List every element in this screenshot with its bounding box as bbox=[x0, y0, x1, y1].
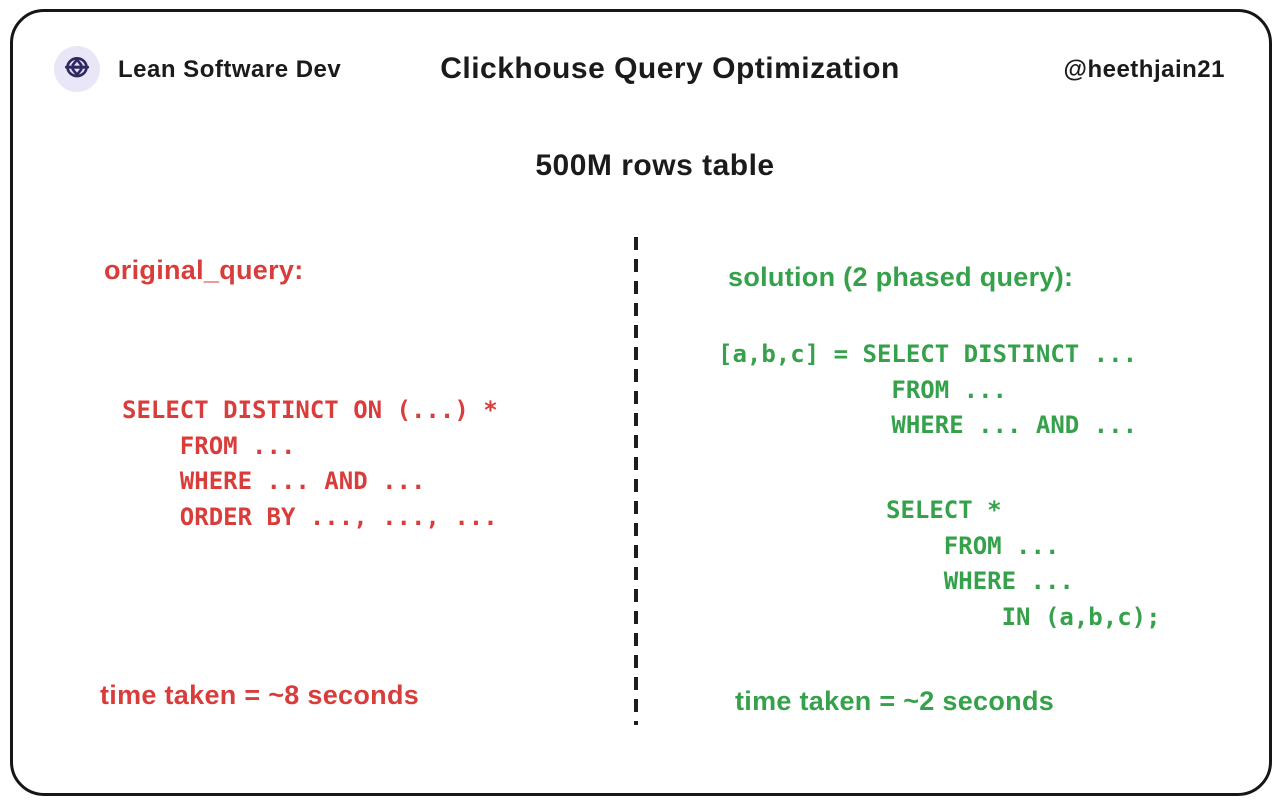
page-title: Clickhouse Query Optimization bbox=[440, 52, 900, 85]
original-query-time: time taken = ~8 seconds bbox=[100, 680, 420, 710]
globe-logo-icon bbox=[62, 52, 92, 87]
solution-code-phase1: [a,b,c] = SELECT DISTINCT ... FROM ... W… bbox=[718, 340, 1138, 439]
author-handle: @heethjain21 bbox=[1063, 56, 1225, 83]
solution-code-phase2: SELECT * FROM ... WHERE ... IN (a,b,c); bbox=[886, 496, 1161, 631]
original-query-heading: original_query: bbox=[104, 255, 304, 285]
solution-time: time taken = ~2 seconds bbox=[735, 686, 1055, 716]
subtitle-rows-table: 500M rows table bbox=[535, 149, 775, 182]
brand-name: Lean Software Dev bbox=[118, 56, 342, 83]
brand-logo bbox=[54, 46, 100, 92]
original-query-code: SELECT DISTINCT ON (...) * FROM ... WHER… bbox=[122, 396, 498, 531]
dashed-divider bbox=[634, 237, 638, 725]
solution-heading: solution (2 phased query): bbox=[728, 262, 1074, 292]
slide-card-border bbox=[10, 9, 1272, 796]
